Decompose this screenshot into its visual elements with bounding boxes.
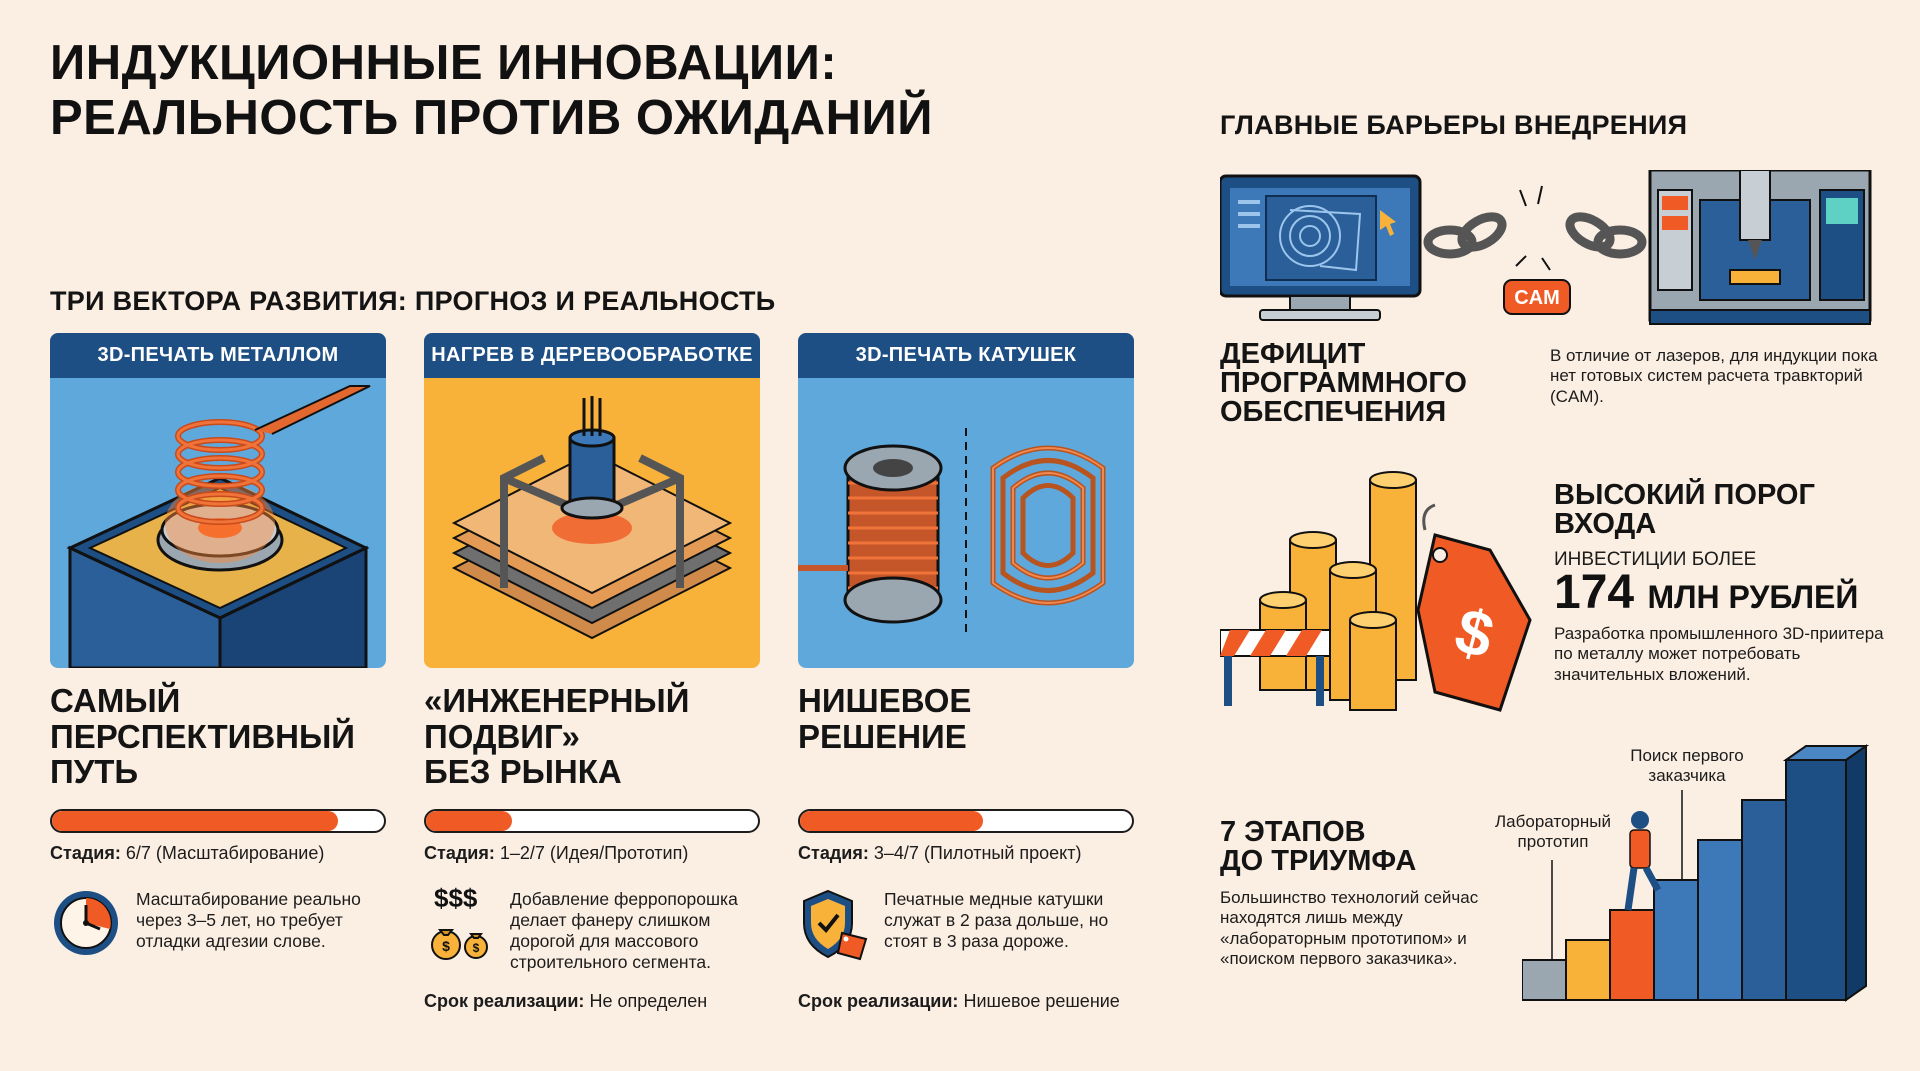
page-title: ИНДУКЦИОННЫЕ ИННОВАЦИИ: РЕАЛЬНОСТЬ ПРОТИ… (50, 36, 933, 147)
stair-label-first-customer: Поиск первого заказчика (1630, 746, 1744, 785)
stage-progress-fill (52, 811, 338, 831)
vector-card-coil-printing: 3D-ПЕЧАТЬ КАТУШЕК (798, 333, 1134, 1011)
climber-figure (1624, 811, 1662, 911)
software-barrier-text: В отличие от лазеров, для индукции пока … (1550, 346, 1878, 406)
page-title-line-1: ИНДУКЦИОННЫЕ ИННОВАЦИИ: (50, 36, 838, 90)
vectors-section-title: ТРИ ВЕКТОРА РАЗВИТИЯ: ПРОГНОЗ И РЕАЛЬНОС… (50, 286, 776, 316)
card-description: Добавление ферропорошка делает фанеру сл… (510, 889, 738, 972)
entry-barrier-heading: ВЫСОКИЙ ПОРОГ ВХОДА (1554, 479, 1815, 540)
induction-coil-gear-icon (50, 378, 386, 668)
svg-text:$: $ (473, 941, 480, 955)
barriers-section-title: ГЛАВНЫЕ БАРЬЕРЫ ВНЕДРЕНИЯ (1220, 110, 1688, 140)
investment-label: ИНВЕСТИЦИИ БОЛЕЕ (1554, 549, 1757, 570)
card-header: НАГРЕВ В ДЕРЕВООБРАБОТКЕ (424, 333, 760, 378)
page-title-line-2: РЕАЛЬНОСТЬ ПРОТИВ ОЖИДАНИЙ (50, 91, 933, 146)
stage-progress-bar (424, 809, 760, 833)
stage-progress-bar (798, 809, 1134, 833)
stage-progress-bar (50, 809, 386, 833)
entry-barrier-text: Разработка промышленного 3D-приитера по … (1554, 624, 1884, 684)
copper-coils-icon (798, 378, 1134, 668)
stage-progress-fill (426, 811, 513, 831)
stair-label-lab-prototype: Лабораторный прототип (1495, 812, 1611, 851)
svg-text:$: $ (442, 938, 450, 954)
card-heading: НИШЕВОЕ РЕШЕНИЕ (798, 682, 972, 755)
stage-text: Стадия: 3–4/7 (Пилотный проект) (798, 843, 1082, 863)
deadline-text: Срок реализации: Нишевое решение (798, 991, 1120, 1011)
coil-printing-illustration (798, 378, 1134, 668)
press-plywood-icon (424, 378, 760, 668)
staircase-illustration (1522, 744, 1870, 1002)
software-barrier-heading: ДЕФИЦИТ ПРОГРАММНОГО ОБЕСПЕЧЕНИЯ (1220, 338, 1467, 428)
woodworking-illustration (424, 378, 760, 668)
card-heading: САМЫЙ ПЕРСПЕКТИВНЫЙ ПУТЬ (50, 682, 356, 791)
card-header: 3D-ПЕЧАТЬ КАТУШЕК (798, 333, 1134, 378)
metal-printing-illustration (50, 378, 386, 668)
money-bags-icon-text: $$$ (434, 883, 478, 913)
deadline-text: Срок реализации: Не определен (424, 991, 708, 1011)
stages-text: Большинство технологий сейчас находятся … (1220, 888, 1479, 969)
money-bags-icon: $$$ $ $ (424, 883, 496, 963)
card-description: Масштабирование реально через 3–5 лет, н… (136, 889, 361, 951)
software-cam-illustration: CAM (1220, 170, 1872, 325)
card-header: 3D-ПЕЧАТЬ МЕТАЛЛОМ (50, 333, 386, 378)
stage-text: Стадия: 6/7 (Масштабирование) (50, 843, 325, 863)
coin-stacks (1259, 471, 1417, 711)
stages-heading: 7 ЭТАПОВ ДО ТРИУМФА (1220, 816, 1417, 877)
vector-card-woodworking: НАГРЕВ В ДЕРЕВООБРАБОТКЕ «ИНЖЕНЕРНЫЙ ПОД… (424, 333, 760, 1011)
stage-text: Стадия: 1–2/7 (Идея/Прототип) (424, 843, 689, 863)
card-heading: «ИНЖЕНЕРНЫЙ ПОДВИГ» БЕЗ РЫНКА (424, 682, 690, 791)
vector-card-metal-printing: 3D-ПЕЧАТЬ МЕТАЛЛОМ (50, 333, 386, 955)
stage-progress-fill (800, 811, 983, 831)
cam-badge: CAM (1514, 287, 1560, 309)
clock-icon (50, 883, 122, 963)
shield-tag-icon (798, 883, 870, 963)
money-coins-illustration: $ (1220, 471, 1532, 712)
card-description: Печатные медные катушки служат в 2 раза … (884, 889, 1109, 951)
investment-amount: 174 МЛН РУБЛЕЙ (1554, 566, 1859, 619)
